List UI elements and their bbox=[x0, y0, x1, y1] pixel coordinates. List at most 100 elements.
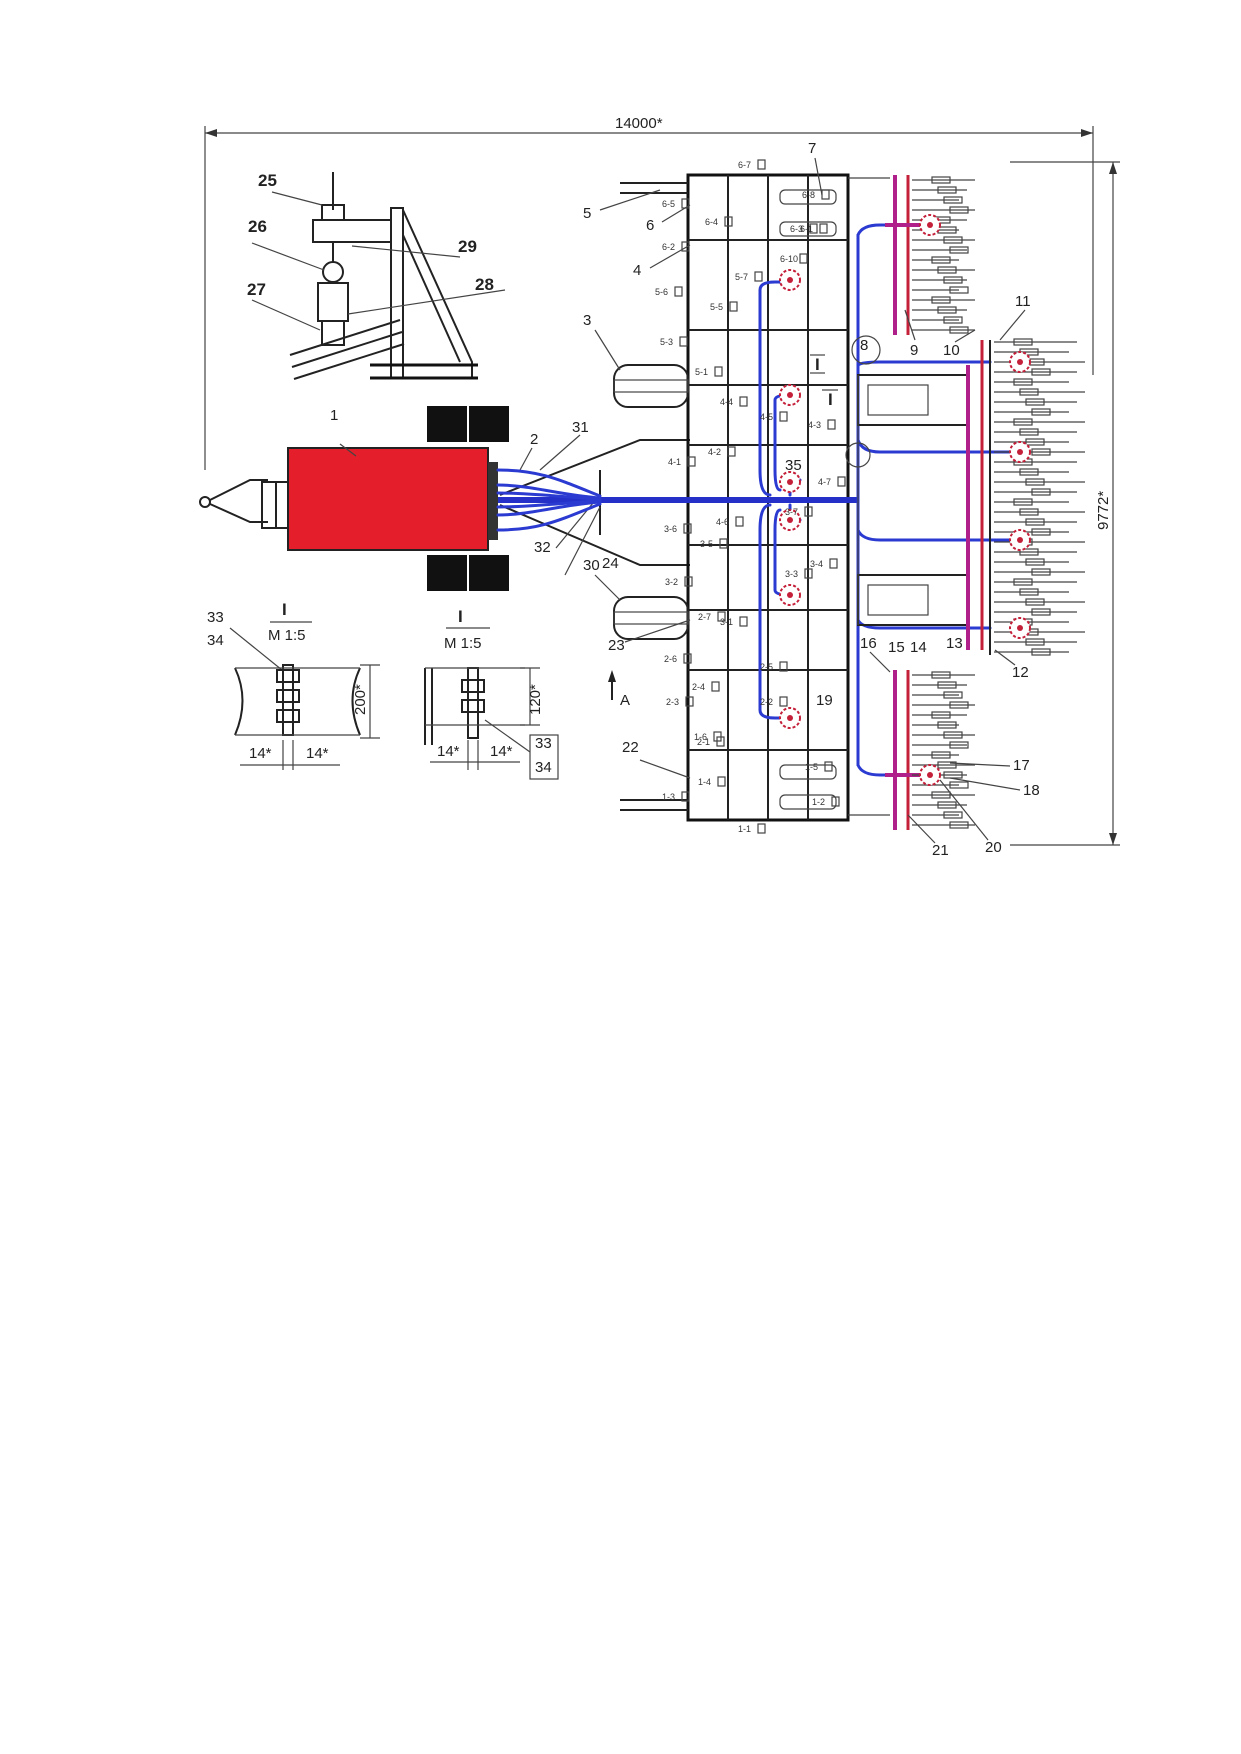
part-label-31: 31 bbox=[572, 419, 589, 436]
node-code-1-2: 1-2 bbox=[812, 797, 825, 807]
node-code-5-5: 5-5 bbox=[710, 302, 723, 312]
tine-clamp bbox=[1013, 578, 1033, 586]
tine-clamp bbox=[937, 761, 957, 769]
node-code-6-5: 6-5 bbox=[662, 199, 675, 209]
part-label-20: 20 bbox=[985, 839, 1002, 856]
node-code-6-4: 6-4 bbox=[705, 217, 718, 227]
tine-clamp bbox=[1025, 398, 1045, 406]
hopper-modules bbox=[857, 374, 969, 626]
part-label-21: 21 bbox=[932, 842, 949, 859]
node-code-2-1: 2-1 bbox=[697, 737, 710, 747]
part-label-4: 4 bbox=[633, 262, 641, 279]
node-fitting bbox=[717, 776, 726, 787]
node-fitting bbox=[799, 253, 808, 264]
detail-right-section-i: I bbox=[458, 607, 463, 626]
node-fitting bbox=[829, 558, 838, 569]
tine-clamp bbox=[1019, 548, 1039, 556]
part-label-26: 26 bbox=[248, 217, 267, 236]
node-code-1-5: 1-5 bbox=[805, 762, 818, 772]
node-fitting bbox=[687, 456, 696, 467]
node-code-6-2: 6-2 bbox=[662, 242, 675, 252]
detail-right-offset-2: 14* bbox=[490, 743, 513, 760]
part-label-32: 32 bbox=[534, 539, 551, 556]
node-fitting bbox=[821, 189, 830, 200]
node-fitting bbox=[713, 731, 722, 742]
view-marker-a: A bbox=[620, 692, 630, 709]
part-label-3: 3 bbox=[583, 312, 591, 329]
tine-clamp bbox=[949, 326, 969, 334]
part-label-35: 35 bbox=[785, 457, 802, 474]
node-fitting bbox=[779, 661, 788, 672]
node-fitting bbox=[757, 159, 766, 170]
node-code-5-7: 5-7 bbox=[735, 272, 748, 282]
part-label-22: 22 bbox=[622, 739, 639, 756]
part-label-6: 6 bbox=[646, 217, 654, 234]
tine-clamp bbox=[1019, 468, 1039, 476]
tine-clamp bbox=[943, 731, 963, 739]
distributor-head bbox=[1009, 617, 1031, 639]
node-fitting bbox=[711, 681, 720, 692]
tine-clamp bbox=[931, 296, 951, 304]
tine-clamp bbox=[1025, 438, 1045, 446]
tine-clamp bbox=[931, 671, 951, 679]
tine-clamp bbox=[1013, 498, 1033, 506]
part-label-27: 27 bbox=[247, 280, 266, 299]
node-fitting bbox=[735, 516, 744, 527]
part-label-12: 12 bbox=[1012, 664, 1029, 681]
tine-clamp bbox=[1031, 608, 1051, 616]
node-code-2-7: 2-7 bbox=[698, 612, 711, 622]
node-code-4-1: 4-1 bbox=[668, 457, 681, 467]
node-fitting bbox=[681, 241, 690, 252]
tine-clamp bbox=[949, 701, 969, 709]
node-fitting bbox=[824, 761, 833, 772]
node-fitting bbox=[684, 576, 693, 587]
node-fitting bbox=[679, 336, 688, 347]
node-code-3-3: 3-3 bbox=[785, 569, 798, 579]
node-code-6-10: 6-10 bbox=[780, 254, 798, 264]
tine-clamp bbox=[931, 256, 951, 264]
tine-clamp bbox=[1031, 448, 1051, 456]
part-label-30: 30 bbox=[583, 557, 600, 574]
part-label-15: 15 bbox=[888, 639, 905, 656]
part-label-18: 18 bbox=[1023, 782, 1040, 799]
section-detail-right: I M 1:5 120* 14* 14* 33 34 bbox=[424, 607, 559, 780]
node-code-4-6: 4-6 bbox=[716, 517, 729, 527]
tine-clamp bbox=[949, 781, 969, 789]
node-code-4-5: 4-5 bbox=[760, 412, 773, 422]
node-code-2-3: 2-3 bbox=[666, 697, 679, 707]
part-label-23: 23 bbox=[608, 637, 625, 654]
part-label-8: 8 bbox=[860, 337, 868, 354]
part-label-16: 16 bbox=[860, 635, 877, 652]
tine-clamp bbox=[1025, 598, 1045, 606]
part-label-9: 9 bbox=[910, 342, 918, 359]
distributor-head bbox=[779, 269, 801, 291]
node-fitting bbox=[685, 696, 694, 707]
part-label-2: 2 bbox=[530, 431, 538, 448]
node-fitting bbox=[819, 223, 828, 234]
tine-rows bbox=[912, 176, 1085, 829]
tine-clamp bbox=[931, 176, 951, 184]
section-detail-left: I M 1:5 33 34 200* 14* 14* bbox=[207, 600, 380, 770]
distributor-head bbox=[1009, 529, 1031, 551]
hydraulic-lines bbox=[496, 223, 1022, 777]
node-fitting bbox=[727, 446, 736, 457]
part-label-11: 11 bbox=[1015, 293, 1031, 310]
node-fitting bbox=[754, 271, 763, 282]
tine-clamp bbox=[1013, 378, 1033, 386]
tine-clamp bbox=[949, 821, 969, 829]
node-code-6-8: 6-8 bbox=[802, 190, 815, 200]
part-label-19: 19 bbox=[816, 692, 833, 709]
width-dimension-text: 9772* bbox=[1095, 491, 1112, 530]
tine-clamp bbox=[931, 711, 951, 719]
distributor-head bbox=[779, 584, 801, 606]
tine-clamp bbox=[1025, 558, 1045, 566]
distributor-head bbox=[779, 384, 801, 406]
detail-right-height: 120* bbox=[527, 684, 544, 715]
part-label-33a: 33 bbox=[207, 609, 224, 626]
distributor-head bbox=[919, 764, 941, 786]
node-code-3-1: 3-1 bbox=[720, 617, 733, 627]
length-dimension: 14000* bbox=[204, 115, 1094, 470]
tine-clamp bbox=[1019, 388, 1039, 396]
part-label-17: 17 bbox=[1013, 757, 1030, 774]
